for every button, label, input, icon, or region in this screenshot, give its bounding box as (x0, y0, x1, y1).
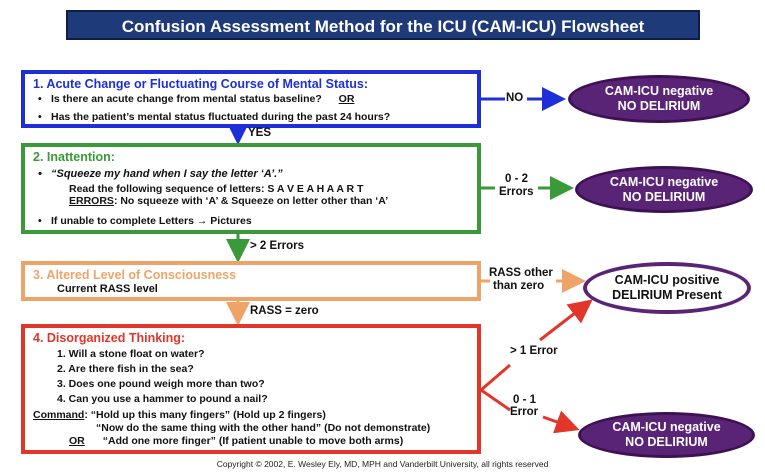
outcome-positive-delirium: CAM-ICU positive DELIRIUM Present (583, 262, 751, 314)
label-0-1: 0 - 1 (513, 394, 537, 406)
step1-question1: Is there an acute change from mental sta… (51, 93, 322, 105)
arrow-0-1-error (542, 410, 580, 434)
outcome-negative-step4-line1: CAM-ICU negative (612, 420, 721, 434)
label-yes: YES (248, 127, 272, 139)
outcome-negative-step1: CAM-ICU negative NO DELIRIUM (568, 75, 750, 123)
step1-or: OR (338, 93, 355, 105)
arrow-gt-1-error (539, 299, 593, 342)
step2-pictures-note: If unable to complete Letters → Pictures (38, 215, 252, 227)
label-error: Error (510, 406, 539, 418)
label-rass-zero: RASS = zero (250, 305, 319, 317)
outcome-positive-line1: CAM-ICU positive (614, 273, 720, 287)
arrow-red-branch (480, 363, 511, 392)
step2-letter-sequence: Read the following sequence of letters: … (69, 183, 364, 195)
outcome-negative-step2-line2: NO DELIRIUM (622, 189, 706, 204)
label-rass-other-2: than zero (493, 280, 545, 292)
step1-box: 1. Acute Change or Fluctuating Course of… (21, 70, 481, 128)
step3-rass-level: Current RASS level (57, 283, 158, 295)
step2-errors-text: : No squeeze with ‘A’ & Squeeze on lette… (113, 195, 389, 207)
step4-question-2: 2. Are there fish in the sea? (57, 363, 194, 375)
outcome-negative-step2-line1: CAM-ICU negative (609, 174, 719, 189)
copyright-notice: Copyright © 2002, E. Wesley Ely, MD, MPH… (216, 459, 549, 469)
outcome-negative-step2: CAM-ICU negative NO DELIRIUM (575, 166, 753, 213)
step2-errors-label: ERRORS (69, 195, 114, 207)
step4-question-3: 3. Does one pound weigh more than two? (57, 378, 265, 390)
page-title: Confusion Assessment Method for the ICU … (66, 10, 700, 40)
step4-box: 4. Disorganized Thinking: 1. Will a ston… (21, 324, 481, 454)
label-no: NO (506, 92, 524, 104)
label-errors: Errors (499, 186, 534, 198)
step4-question-1: 1. Will a stone float on water? (57, 348, 205, 360)
step2-heading: 2. Inattention: (33, 150, 115, 164)
label-gt-2-errors: > 2 Errors (250, 240, 305, 252)
outcome-positive-line2: DELIRIUM Present (612, 288, 722, 302)
outcome-negative-step1-line1: CAM-ICU negative (604, 84, 714, 98)
step3-box: 3. Altered Level of Consciousness Curren… (21, 261, 481, 301)
outcome-negative-step4: CAM-ICU negative NO DELIRIUM (578, 412, 755, 458)
outcome-negative-step4-line2: NO DELIRIUM (625, 435, 708, 449)
step2-instruction: “Squeeze my hand when I say the letter ‘… (38, 168, 283, 180)
step3-heading: 3. Altered Level of Consciousness (33, 268, 237, 282)
step1-question2: Has the patient’s mental status fluctuat… (38, 111, 390, 123)
step4-command-1: : “Hold up this many fingers” (Hold up 2… (84, 409, 326, 421)
label-gt-1-error: > 1 Error (510, 345, 558, 357)
step4-heading: 4. Disorganized Thinking: (33, 331, 186, 345)
step4-question-4: 4. Can you use a hammer to pound a nail? (57, 393, 268, 405)
step2-box: 2. Inattention: “Squeeze my hand when I … (21, 143, 481, 234)
step4-or-label: OR (69, 435, 85, 447)
label-0-2: 0 - 2 (505, 173, 529, 185)
step4-command-2: “Now do the same thing with the other ha… (96, 422, 431, 434)
step4-command-label: Command (33, 409, 85, 421)
outcome-negative-step1-line2: NO DELIRIUM (617, 99, 701, 113)
step1-heading: 1. Acute Change or Fluctuating Course of… (33, 77, 368, 91)
label-rass-other-1: RASS other (489, 267, 553, 279)
step4-command-3: “Add one more finger” (If patient unable… (102, 435, 404, 447)
